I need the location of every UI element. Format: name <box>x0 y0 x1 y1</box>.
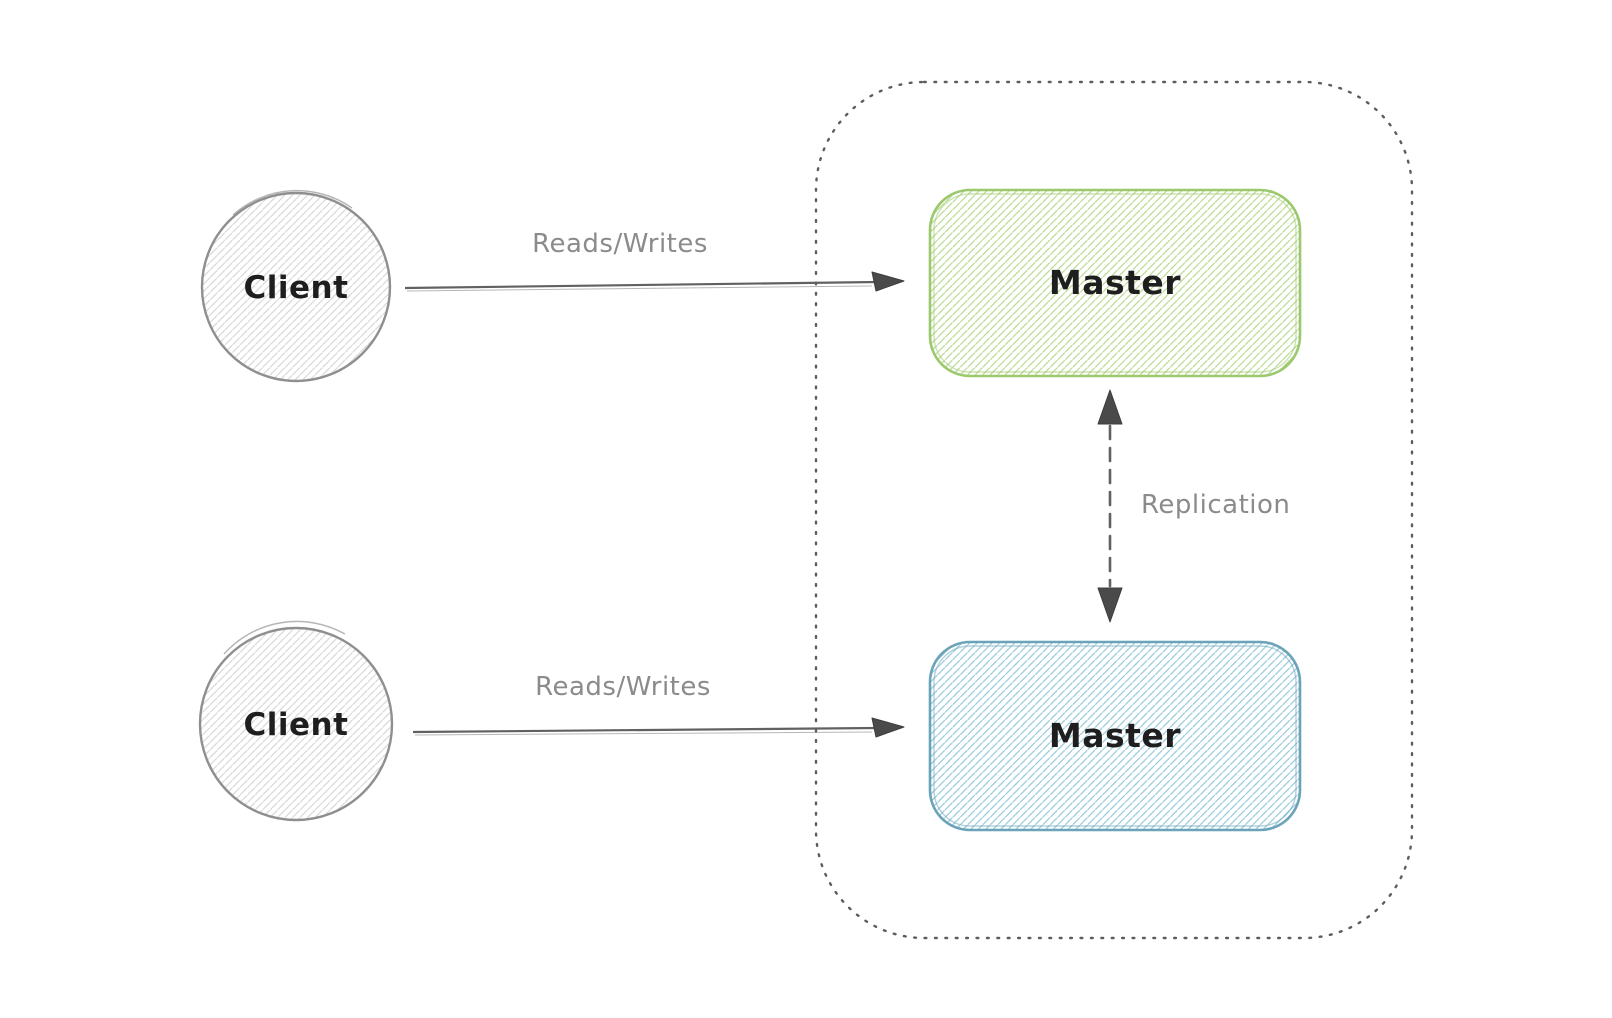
edge-reads-writes-top: Reads/Writes <box>404 229 905 292</box>
arrowhead-right-top <box>871 271 905 292</box>
client-circle-top <box>200 191 392 383</box>
arrowhead-right-bottom <box>871 717 905 738</box>
master-box-green <box>928 188 1302 378</box>
master-box-green-sketch-stroke <box>933 193 1297 373</box>
master-box-blue <box>928 640 1302 832</box>
client-circle-bottom-sketch-stroke <box>223 620 346 655</box>
client-circle-bottom <box>198 626 394 822</box>
edge-label-reads-writes-bottom: Reads/Writes <box>535 672 711 702</box>
master-box-blue-sketch-stroke <box>933 645 1297 827</box>
edge-line-top-sketch-stroke <box>406 285 873 292</box>
master-node-blue: Master <box>928 640 1302 832</box>
edge-line-bottom <box>412 726 879 734</box>
edge-reads-writes-bottom: Reads/Writes <box>412 672 905 738</box>
client-node-top: Client <box>200 189 392 383</box>
arrowhead-up-replication <box>1097 389 1123 425</box>
edge-line-bottom-sketch-stroke <box>414 731 873 736</box>
arrowhead-down-replication <box>1097 587 1123 623</box>
edge-label-reads-writes-top: Reads/Writes <box>532 229 708 259</box>
client-node-bottom: Client <box>198 620 394 822</box>
client-circle-top-sketch-stroke <box>232 189 353 216</box>
client-label-top: Client <box>244 270 349 306</box>
master-label-green: Master <box>1049 263 1181 302</box>
edge-label-replication: Replication <box>1141 490 1290 520</box>
replication-cluster-boundary <box>814 80 1414 940</box>
master-node-green: Master <box>928 188 1302 378</box>
client-label-bottom: Client <box>244 707 349 743</box>
edge-replication: Replication <box>1097 389 1290 623</box>
edge-line-top <box>404 280 879 290</box>
master-label-blue: Master <box>1049 716 1181 755</box>
